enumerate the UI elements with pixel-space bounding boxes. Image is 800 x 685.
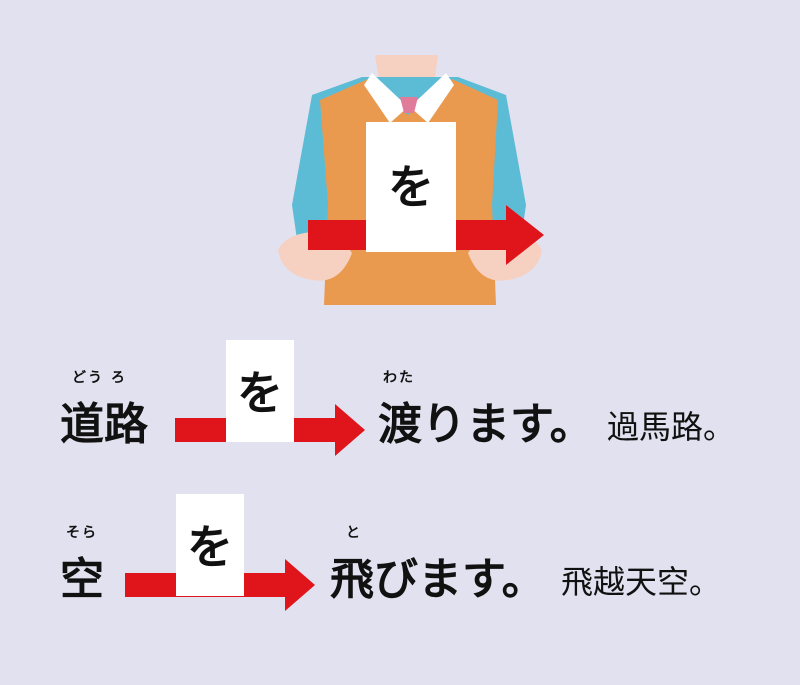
- verb-text: 渡ります。: [378, 399, 594, 450]
- verb-reading: と: [346, 525, 362, 541]
- noun-reading: どう ろ: [72, 370, 127, 386]
- sentence-row-1: どう ろ 道路 を わた 渡ります。 過馬路。: [0, 335, 800, 495]
- illustration-particle-char: を: [388, 160, 434, 214]
- illustration-particle-card: を: [366, 122, 456, 252]
- sentence-row-2: そら 空 を と 飛びます。 飛越天空。: [0, 490, 800, 650]
- person-holding-card-illustration: を: [260, 55, 560, 315]
- verb-reading: わた: [383, 370, 415, 386]
- particle-card: を: [226, 340, 294, 442]
- particle-char: を: [237, 366, 283, 420]
- particle-card: を: [176, 494, 244, 596]
- noun-reading: そら: [66, 525, 98, 541]
- chinese-translation: 飛越天空。: [561, 563, 722, 601]
- verb-text: 飛びます。: [330, 554, 546, 605]
- chinese-translation: 過馬路。: [607, 408, 736, 446]
- noun-text: 道路: [60, 399, 148, 450]
- noun-text: 空: [60, 554, 104, 605]
- particle-char: を: [187, 520, 233, 574]
